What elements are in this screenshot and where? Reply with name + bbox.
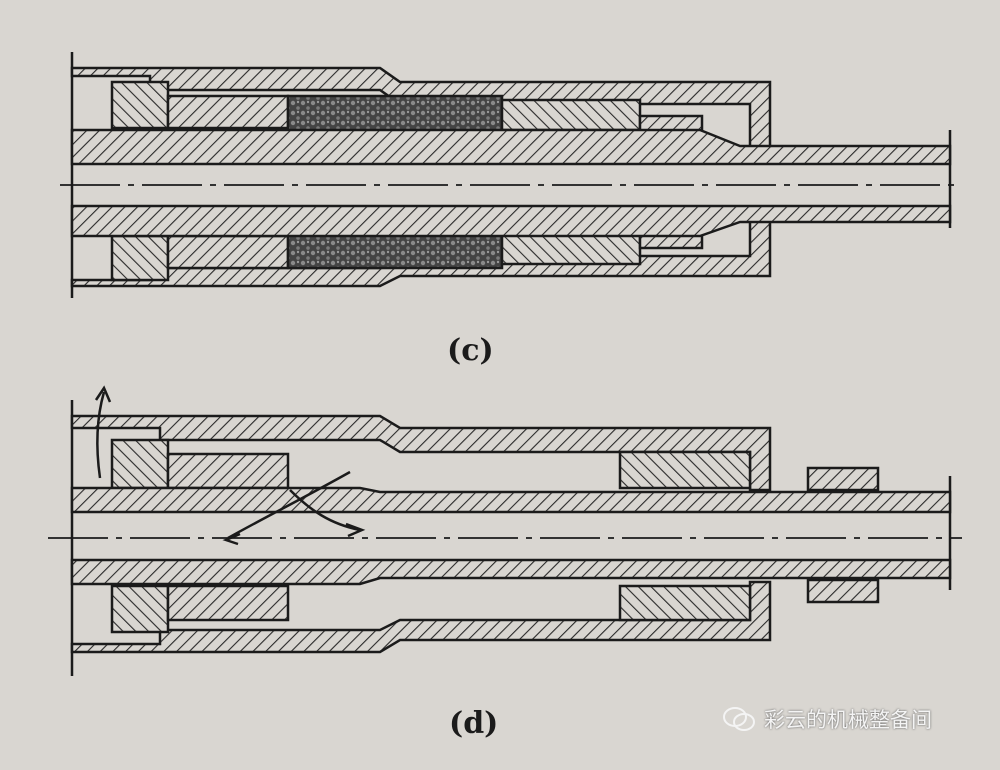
seal-pack-bottom <box>166 234 290 270</box>
flow-arrow-left <box>227 470 351 540</box>
figure-c <box>60 52 962 298</box>
end-nut-bottom <box>806 578 880 604</box>
piston-top <box>618 450 752 490</box>
flow-arrow-up-head <box>94 385 112 403</box>
gland-d-bottom <box>110 584 170 634</box>
rod-d-bottom <box>70 558 952 586</box>
caption-d: (d) <box>449 706 499 741</box>
flow-arrow-right-head <box>345 522 366 538</box>
flow-arrow-left-head <box>222 532 241 546</box>
seal-d-bottom <box>166 584 290 622</box>
flow-arrow-right <box>289 489 361 532</box>
gland-d-top <box>110 438 170 490</box>
inner-tube-top <box>70 128 952 166</box>
seal-pack-top <box>166 94 290 130</box>
right-seal-top <box>500 98 642 132</box>
gland-top <box>110 80 170 130</box>
inner-tube-bottom <box>70 204 952 238</box>
outer-sleeve-top <box>70 66 772 150</box>
right-seal-bottom <box>500 232 642 266</box>
flow-arrow-up <box>96 391 106 479</box>
rod-d-top <box>70 486 952 514</box>
watermark-text: 彩云的机械整备间 <box>764 708 932 732</box>
gland-bottom <box>110 234 170 282</box>
caption-c: (c) <box>447 333 494 368</box>
packing-bottom <box>286 230 504 270</box>
wechat-icon <box>723 707 755 731</box>
end-nut-top <box>806 466 880 492</box>
figure-d <box>48 385 962 676</box>
seal-d-top <box>166 452 290 490</box>
piston-bottom <box>618 584 752 622</box>
packing-top <box>286 94 504 134</box>
watermark: 彩云的机械整备间 <box>722 704 932 734</box>
